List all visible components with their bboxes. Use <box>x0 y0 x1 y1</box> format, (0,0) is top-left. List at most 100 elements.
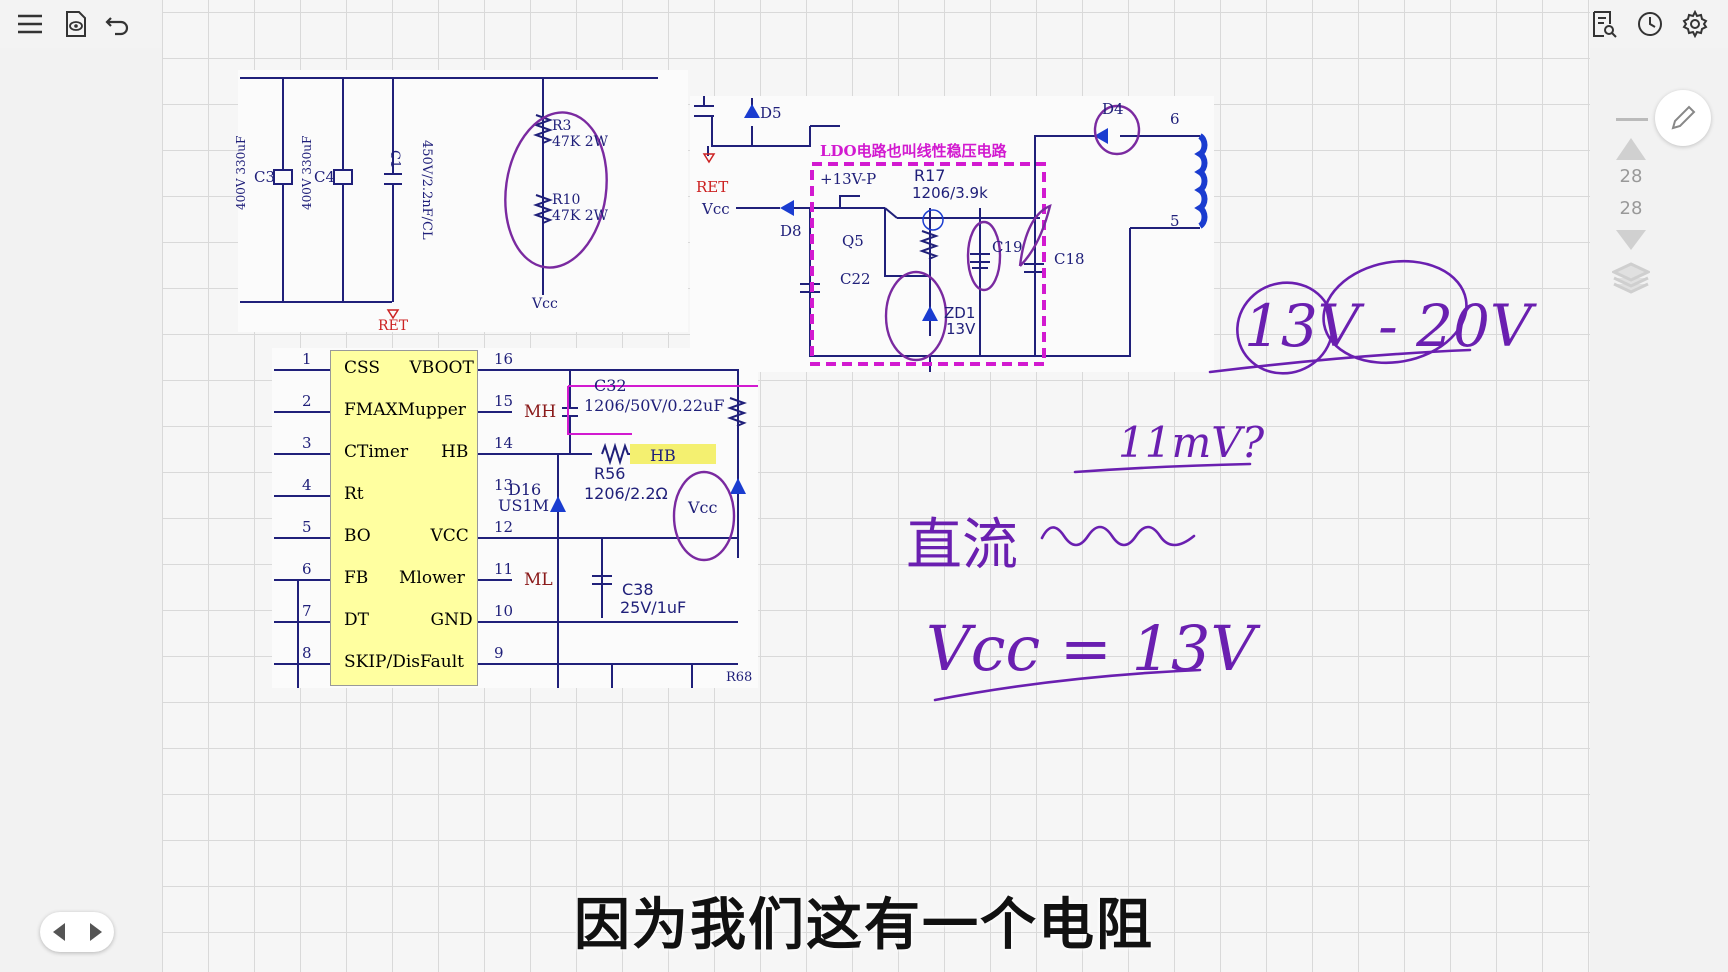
c38-label: C38 <box>622 580 654 599</box>
ic-pin-name: CSS <box>344 358 381 378</box>
history-icon[interactable] <box>1632 6 1668 42</box>
ic-pin-name: VCC <box>430 526 469 546</box>
ic-pin-number: 11 <box>494 560 514 578</box>
c38-value: 25V/1uF <box>620 598 687 617</box>
ic-pin-name: HB <box>441 442 469 462</box>
r56-value: 1206/2.2Ω <box>584 484 668 503</box>
ic-pin-number: 10 <box>494 602 514 620</box>
vcc-label-2: Vcc <box>702 200 730 218</box>
controller-ic <box>330 350 478 686</box>
ic-pin-number: 3 <box>302 434 312 452</box>
ic-pin-name: BO <box>344 526 371 546</box>
menu-icon[interactable] <box>12 6 48 42</box>
page-navigator <box>40 912 114 952</box>
ic-pin-name: GND <box>430 610 473 630</box>
page-up-number: 28 <box>1619 166 1643 187</box>
vp-label: +13V-P <box>820 170 877 188</box>
r10-label: R10 <box>552 192 581 208</box>
handwritten-ripple: 11mV? <box>1118 418 1265 467</box>
page-down-icon[interactable] <box>1614 228 1648 256</box>
c19-label: C19 <box>992 238 1023 256</box>
c32-label: C32 <box>594 376 627 395</box>
q5-label: Q5 <box>842 232 864 250</box>
c3-label: C3 <box>254 168 276 186</box>
ic-pin-name: DT <box>344 610 369 630</box>
r17-label: R17 <box>914 166 946 185</box>
net-label-ml: ML <box>524 570 553 590</box>
c1-rating: 450V/2.2nF/CL <box>419 140 434 240</box>
d8-label: D8 <box>780 222 802 240</box>
ic-pin-number: 16 <box>494 350 514 368</box>
schematic-ldo: LDO电路也叫线性稳压电路 D5 D4 RET Vcc D8 +13V-P R1… <box>690 96 1214 372</box>
search-doc-icon[interactable] <box>1586 6 1622 42</box>
ic-pin-name: SKIP/Dis <box>344 652 421 672</box>
ic-pin-number: 14 <box>494 434 514 452</box>
r56-label: R56 <box>594 464 626 483</box>
ic-pin-number: 7 <box>302 602 312 620</box>
c4-rating: 400V 330uF <box>300 135 314 210</box>
ic-pin-number: 1 <box>302 350 312 368</box>
pencil-icon <box>1671 105 1696 130</box>
r3-value: 47K 2W <box>552 134 609 150</box>
c32-value: 1206/50V/0.22uF <box>584 396 725 415</box>
page-up-icon[interactable] <box>1614 136 1648 166</box>
next-page-icon[interactable] <box>88 921 104 943</box>
r68-label: R68 <box>726 670 753 685</box>
handwritten-dc: 直流 <box>906 513 1018 578</box>
d16-value: US1M <box>498 496 550 515</box>
ret-label: RET <box>378 318 409 334</box>
view-icon[interactable] <box>58 6 94 42</box>
ic-pin-number: 8 <box>302 644 312 662</box>
pin5-label: 5 <box>1170 212 1180 230</box>
d5-label: D5 <box>760 104 782 122</box>
c3-rating: 400V 330uF <box>234 135 248 210</box>
ic-pin-number: 4 <box>302 476 312 494</box>
ic-pin-number: 6 <box>302 560 312 578</box>
page-down-number: 28 <box>1619 198 1643 219</box>
right-margin <box>1590 48 1728 972</box>
ret-label-2: RET <box>696 178 729 196</box>
ldo-label: LDO电路也叫线性稳压电路 <box>820 142 1007 160</box>
ic-pin-number: 9 <box>494 644 504 662</box>
d4-label: D4 <box>1102 100 1124 118</box>
schematic-controller <box>272 348 758 688</box>
handwritten-vcc: Vcc = 13V <box>926 612 1256 685</box>
ic-pin-name: FMAXMupper <box>344 400 466 420</box>
net-label-mh: MH <box>524 402 557 422</box>
c4-label: C4 <box>314 168 336 186</box>
vcc-label: Vcc <box>532 296 558 312</box>
undo-icon[interactable] <box>100 6 136 42</box>
ic-pin-name: Mlower <box>399 568 465 588</box>
pin6-label: 6 <box>1170 110 1180 128</box>
ic-pin-number: 13 <box>494 476 514 494</box>
ic-pin-number: 5 <box>302 518 312 536</box>
c1-label: C1 <box>387 150 402 169</box>
video-subtitle: 因为我们这有一个电阻 <box>574 893 1154 958</box>
c22-label: C22 <box>840 270 871 288</box>
net-label-vcc: Vcc <box>688 498 718 517</box>
c18-label: C18 <box>1054 250 1085 268</box>
prev-page-icon[interactable] <box>51 921 67 943</box>
ic-pin-name: Fault <box>420 652 464 672</box>
ic-pin-name: VBOOT <box>409 358 474 378</box>
zd1-value: 13V <box>946 320 976 338</box>
r17-value: 1206/3.9k <box>912 184 988 202</box>
r3-label: R3 <box>552 118 572 134</box>
net-label-hb: HB <box>650 446 676 465</box>
ic-pin-name: CTimer <box>344 442 409 462</box>
zd1-label: ZD1 <box>944 304 976 322</box>
ic-pin-number: 15 <box>494 392 514 410</box>
r10-value: 47K 2W <box>552 208 609 224</box>
pen-tool-button[interactable] <box>1655 90 1711 146</box>
handwritten-voltage-range: 13V - 20V <box>1244 292 1532 360</box>
scroll-handle[interactable] <box>1616 118 1648 121</box>
ic-pin-name: FB <box>344 568 369 588</box>
d16-label: D16 <box>508 480 542 499</box>
ic-pin-number: 12 <box>494 518 514 536</box>
ic-pin-number: 2 <box>302 392 312 410</box>
layers-icon[interactable] <box>1610 262 1652 300</box>
left-margin <box>0 48 162 972</box>
settings-icon[interactable] <box>1677 6 1713 42</box>
ic-pin-name: Rt <box>344 484 364 504</box>
schematic-bulk-caps: 400V 330uF C3 400V 330uF C4 C1 450V/2.2n… <box>234 70 688 334</box>
